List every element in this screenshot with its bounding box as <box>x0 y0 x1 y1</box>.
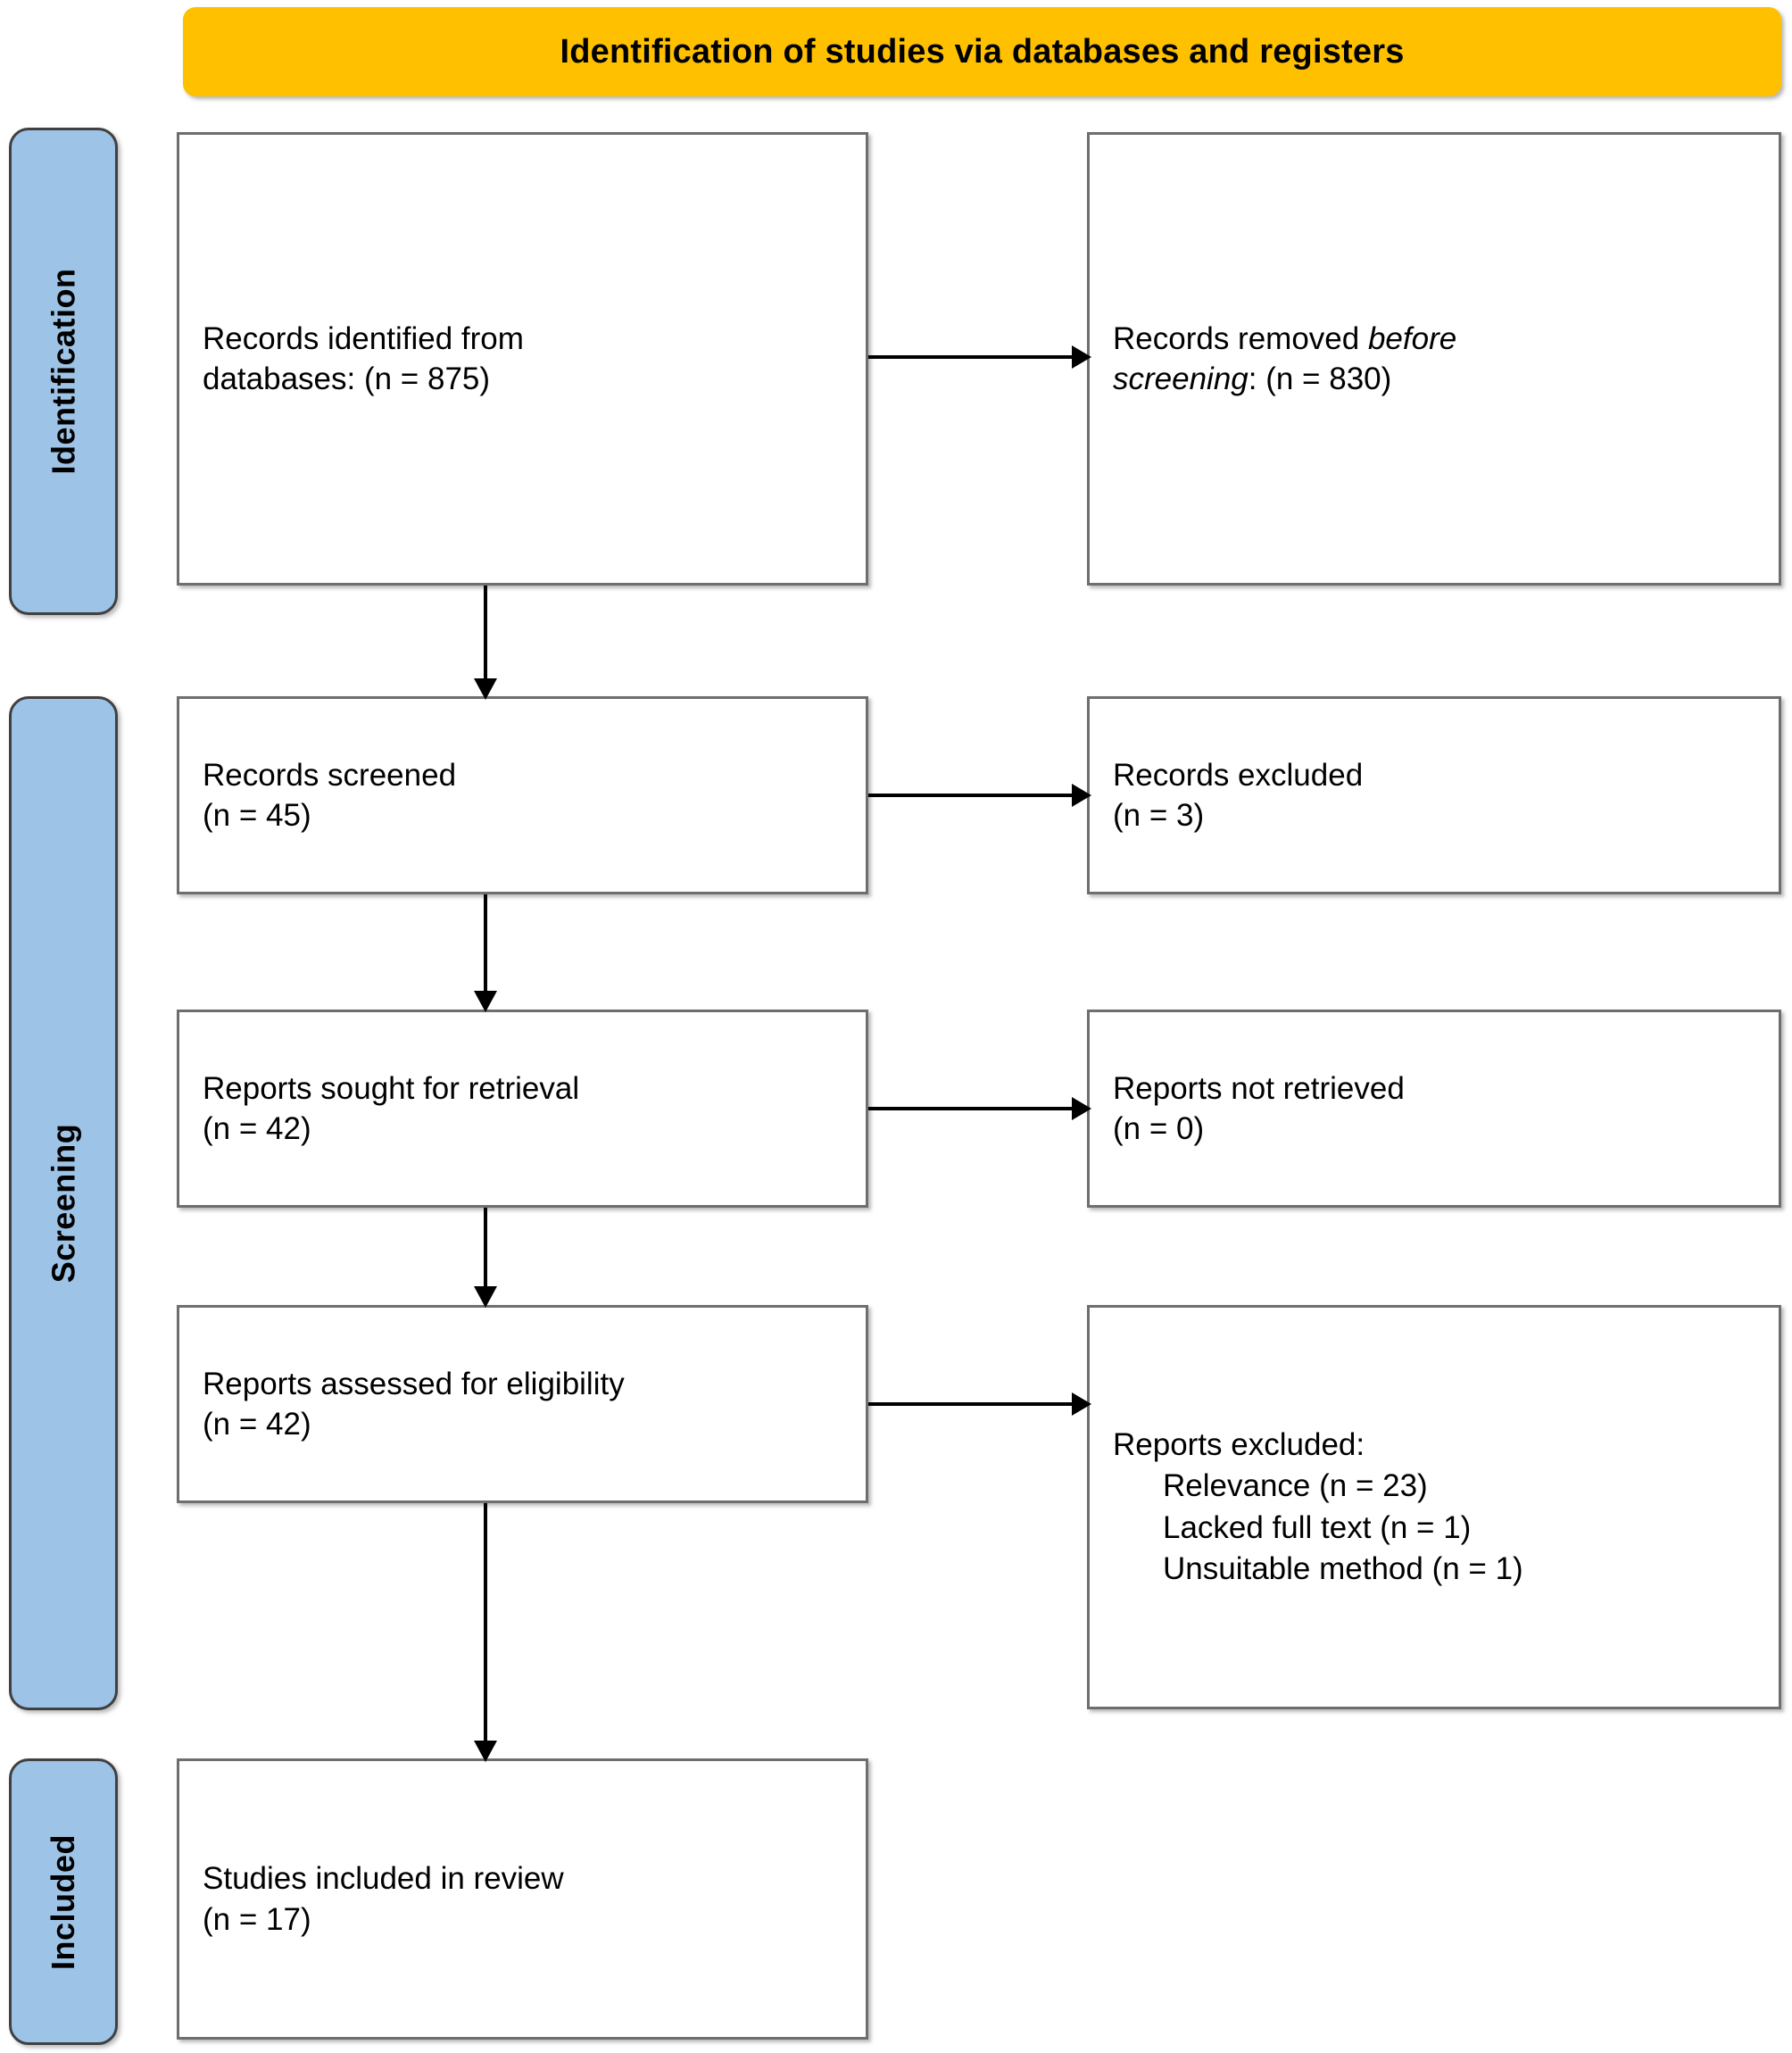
node-records-screened: Records screened (n = 45) <box>177 696 868 894</box>
node-records-identified: Records identified from databases: (n = 8… <box>177 132 868 586</box>
node-studies-included: Studies included in review (n = 17) <box>177 1758 868 2040</box>
reports-excluded-reason-relevance: Relevance (n = 23) <box>1163 1468 1428 1504</box>
page-title: Identification of studies via databases … <box>560 32 1405 71</box>
reports-excluded-reason-unsuitable-method: Unsuitable method (n = 1) <box>1163 1550 1523 1586</box>
arrow-screened-to-sought <box>472 894 499 1012</box>
records-removed-suffix: : (n = 830) <box>1248 362 1392 396</box>
header-banner: Identification of studies via databases … <box>183 7 1781 96</box>
records-removed-prefix: Records removed <box>1113 320 1368 356</box>
node-reports-not-retrieved-text: Reports not retrieved (n = 0) <box>1090 1068 1779 1150</box>
reports-excluded-reason-lacked-full-text: Lacked full text (n = 1) <box>1163 1509 1472 1545</box>
node-studies-included-text: Studies included in review (n = 17) <box>179 1858 866 1940</box>
node-reports-excluded-list: Reports excluded: Relevance (n = 23) Lac… <box>1090 1425 1779 1590</box>
reports-sought-line1: Reports sought for retrieval <box>203 1070 580 1106</box>
records-removed-italic-before: before <box>1367 320 1457 356</box>
reports-excluded-heading: Reports excluded: <box>1113 1427 1365 1463</box>
arrow-screened-to-records-excluded <box>868 782 1091 809</box>
node-records-removed: Records removed before screening: (n = 83… <box>1087 132 1781 586</box>
records-excluded-line2: (n = 3) <box>1113 798 1205 833</box>
stage-included-text: Included <box>45 1833 82 1970</box>
stage-label-included: Included <box>9 1758 118 2045</box>
node-records-removed-text: Records removed before screening: (n = 83… <box>1090 319 1779 400</box>
stage-label-identification: Identification <box>9 128 118 615</box>
stage-identification-text: Identification <box>45 268 81 475</box>
arrow-sought-to-assessed <box>472 1208 499 1308</box>
stage-label-screening: Screening <box>9 696 118 1710</box>
node-records-screened-text: Records screened (n = 45) <box>179 755 866 836</box>
node-reports-assessed-text: Reports assessed for eligibility (n = 42) <box>179 1364 866 1445</box>
node-reports-excluded: Reports excluded: Relevance (n = 23) Lac… <box>1087 1305 1781 1709</box>
reports-assessed-line1: Reports assessed for eligibility <box>203 1366 625 1401</box>
records-excluded-line1: Records excluded <box>1113 757 1364 793</box>
node-records-excluded-text: Records excluded (n = 3) <box>1090 755 1779 836</box>
records-screened-line2: (n = 45) <box>203 798 311 833</box>
arrow-assessed-to-included <box>472 1503 499 1762</box>
records-identified-line2: databases: (n = 875) <box>203 362 491 396</box>
records-identified-line1: Records identified from <box>203 320 524 356</box>
studies-included-line2: (n = 17) <box>203 1901 311 1937</box>
arrow-identified-to-screened <box>472 586 499 700</box>
node-reports-sought-text: Reports sought for retrieval (n = 42) <box>179 1068 866 1150</box>
node-reports-assessed: Reports assessed for eligibility (n = 42) <box>177 1305 868 1503</box>
records-screened-line1: Records screened <box>203 757 457 793</box>
node-records-excluded: Records excluded (n = 3) <box>1087 696 1781 894</box>
arrow-identified-to-removed <box>868 344 1091 370</box>
node-reports-sought: Reports sought for retrieval (n = 42) <box>177 1010 868 1208</box>
reports-sought-line2: (n = 42) <box>203 1111 311 1146</box>
node-reports-not-retrieved: Reports not retrieved (n = 0) <box>1087 1010 1781 1208</box>
arrow-sought-to-not-retrieved <box>868 1095 1091 1122</box>
studies-included-line1: Studies included in review <box>203 1861 564 1896</box>
stage-screening-text: Screening <box>45 1123 81 1284</box>
records-removed-italic-screening: screening <box>1113 362 1249 396</box>
node-records-identified-text: Records identified from databases: (n = 8… <box>179 319 866 400</box>
arrow-assessed-to-reports-excluded <box>868 1391 1091 1417</box>
reports-assessed-line2: (n = 42) <box>203 1407 311 1442</box>
reports-not-retrieved-line2: (n = 0) <box>1113 1111 1205 1146</box>
reports-not-retrieved-line1: Reports not retrieved <box>1113 1070 1405 1106</box>
